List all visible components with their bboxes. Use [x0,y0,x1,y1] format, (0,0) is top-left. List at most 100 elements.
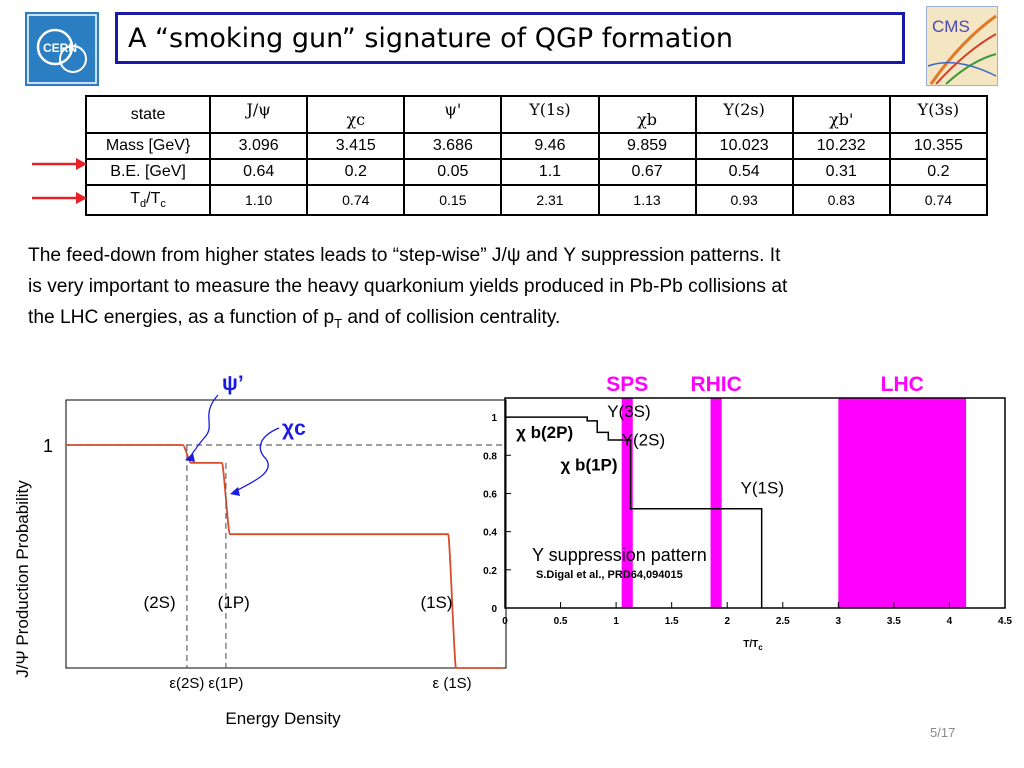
table-cell: 1.1 [500,158,600,186]
table-cell: 10.232 [791,132,891,160]
x-tick-label: 2 [724,616,730,627]
table-row-label: Mass [GeV} [84,132,212,160]
table-header-cell: χb [597,95,697,134]
band-lhc [838,398,967,608]
paragraph-line: is very important to measure the heavy q… [28,276,788,297]
table-header-cell: Υ(3s) [888,95,989,134]
y-tick-label: 0.8 [483,451,497,462]
table-cell: 1.10 [209,184,309,216]
table-header-cell: χc [306,95,406,134]
band-label: LHC [881,373,924,396]
region-label: (1P) [218,593,250,612]
x-tick-label: 1 [613,616,619,627]
arrow-icon [185,453,195,462]
table-cell: 0.31 [791,158,891,186]
table-cell: 1.13 [597,184,697,216]
table-cell: 0.74 [888,184,989,216]
jpsi-probability-chart: 1 J/Ψ Production Probability Energy Dens… [13,372,507,728]
table-header-cell: Υ(2s) [694,95,794,134]
y-tick-label: 1 [43,436,53,456]
x-axis-label: T/Tc [743,639,763,652]
y-axis-label: J/Ψ Production Probability [13,480,32,678]
arrow-icon [230,487,240,496]
suppression-step-line [505,416,763,608]
table-row-label: B.E. [GeV] [84,158,212,186]
chart-citation: S.Digal et al., PRD64,094015 [536,569,683,581]
x-tick-label: 3 [836,616,842,627]
x-tick-label: 3.5 [887,616,901,627]
table-cell: 9.859 [597,132,697,160]
annotation-arrow [189,394,219,458]
quarkonium-table: state J/ψ χc ψ' Υ(1s) χb Υ(2s) χb' Υ(3s)… [84,95,989,216]
y-tick-label: 0.6 [483,489,497,500]
arrow-icon [32,192,87,204]
table-cell: 3.415 [306,132,406,160]
table-cell: 0.15 [403,184,503,216]
table-cell: 0.67 [597,158,697,186]
step-label: Υ(2S) [622,431,665,450]
plot-frame [504,397,1006,609]
y-tick-label: 0 [491,604,497,615]
band-label: RHIC [690,373,741,396]
table-header-row: state J/ψ χc ψ' Υ(1s) χb Υ(2s) χb' Υ(3s) [84,95,989,134]
table-cell: 0.64 [209,158,309,186]
step-label: χ b(2P) [516,423,573,442]
table-cell: 0.54 [694,158,794,186]
table-row-binding-energy: B.E. [GeV] 0.64 0.2 0.05 1.1 0.67 0.54 0… [84,158,989,186]
table-row-mass: Mass [GeV} 3.096 3.415 3.686 9.46 9.859 … [84,132,989,160]
x-tick-label: 2.5 [776,616,790,627]
table-cell: 0.2 [888,158,989,186]
x-tick-label: 4.5 [998,616,1012,627]
table-cell: 0.83 [791,184,891,216]
chart-title: Υ suppression pattern [532,545,707,565]
table-cell: 10.355 [888,132,989,160]
y-tick-label: 1 [491,413,497,424]
table-cell: 0.2 [306,158,406,186]
cms-logo-text: CMS [932,17,970,36]
y-tick-label: 0.2 [483,566,497,577]
table-cell: 2.31 [500,184,600,216]
x-tick-label: 0.5 [554,616,568,627]
paragraph-line: the LHC energies, as a function of pT an… [28,307,561,331]
slide-title: A “smoking gun” signature of QGP formati… [128,23,733,54]
band-sps [621,398,633,608]
x-tick-eps-1p: ε(1P) [208,675,243,692]
cern-logo: CERN [25,12,99,86]
table-cell: 0.93 [694,184,794,216]
y-tick-label: 0.4 [483,528,497,539]
arrow-icon [32,158,87,170]
table-cell: 9.46 [500,132,600,160]
table-row-dissociation-temperature: Td/Tc 1.10 0.74 0.15 2.31 1.13 0.93 0.83… [84,184,989,216]
step-label: Υ(1S) [741,478,784,497]
table-cell: 10.023 [694,132,794,160]
table-header-cell: J/ψ [209,95,309,134]
title-box: A “smoking gun” signature of QGP formati… [115,12,905,64]
table-header-cell: Υ(1s) [500,95,600,134]
cms-logo: CMS [926,6,998,86]
table-cell: 0.74 [306,184,406,216]
table-cell: 3.096 [209,132,309,160]
plot-frame [65,399,507,669]
x-tick-eps-1s: ε (1S) [432,675,471,692]
table-header-cell: ψ' [403,95,503,134]
probability-curve [66,444,503,669]
cern-logo-text: CERN [43,41,77,55]
region-label: (2S) [144,593,176,612]
page-number: 5/17 [930,725,956,740]
body-paragraph: The feed-down from higher states leads t… [28,240,978,339]
table-row-label: Td/Tc [84,184,212,216]
x-axis-label: Energy Density [225,709,341,728]
region-label: (1S) [420,593,452,612]
x-tick-label: 1.5 [665,616,679,627]
annotation-psi-prime: ψ’ [222,372,244,395]
x-tick-label: 4 [947,616,953,627]
x-tick-eps-2s: ε(2S) [169,675,204,692]
x-tick-label: 0 [502,616,508,627]
table-cell: 0.05 [403,158,503,186]
table-header-cell: χb' [791,95,891,134]
table-header-cell: state [84,95,212,134]
annotation-chi-c: χc [282,417,306,440]
step-label: χ b(1P) [561,456,618,475]
table-cell: 3.686 [403,132,503,160]
